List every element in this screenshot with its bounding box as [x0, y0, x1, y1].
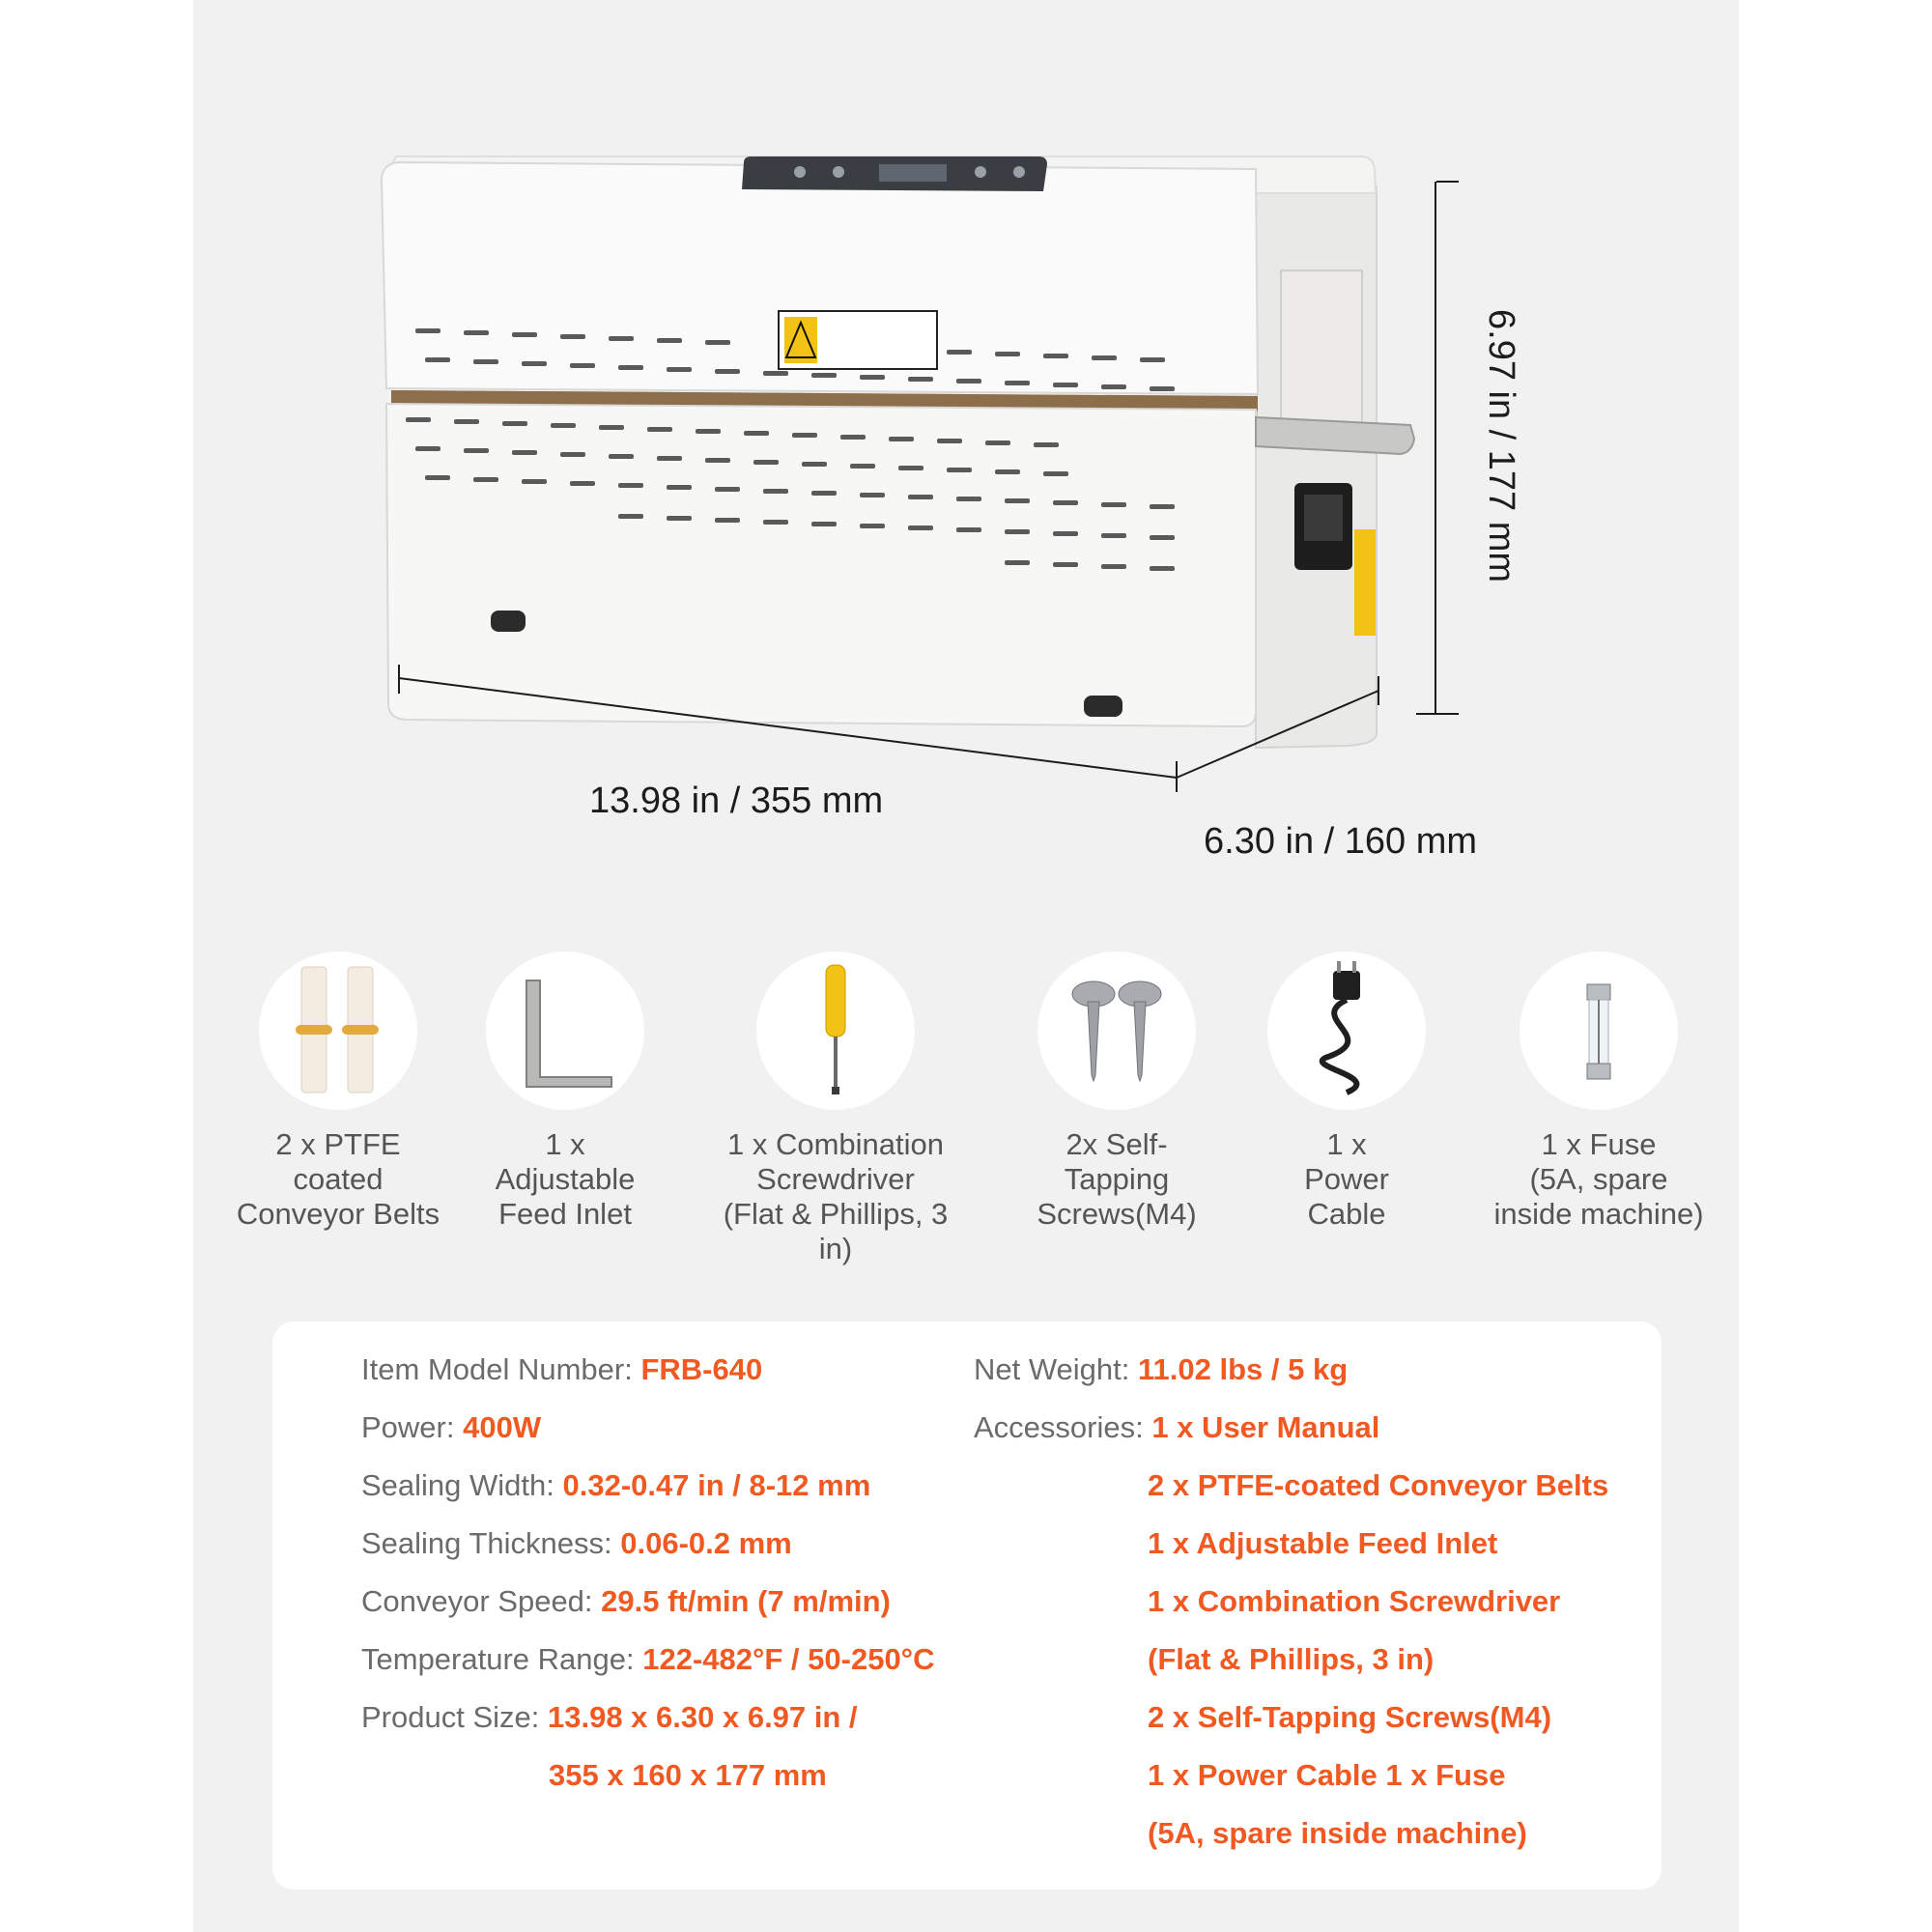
spec-power: Power: 400W: [361, 1410, 542, 1444]
spec-accessory-item: 2 x PTFE-coated Conveyor Belts: [1148, 1468, 1609, 1502]
spec-accessory-item: 1 x Adjustable Feed Inlet: [1148, 1526, 1498, 1560]
accessory-label: 2 x PTFE coated Conveyor Belts: [236, 1127, 440, 1231]
accessory-screws: 2x Self- Tapping Screws(M4): [991, 952, 1242, 1232]
spec-product-size-metric: 355 x 160 x 177 mm: [549, 1758, 827, 1792]
spec-accessories: Accessories: 1 x User Manual: [974, 1410, 1380, 1444]
accessory-ptfe-belts: 2 x PTFE coated Conveyor Belts: [213, 952, 464, 1232]
depth-dimension-label: 6.30 in / 160 mm: [1204, 821, 1478, 862]
fuse-icon: [1520, 952, 1678, 1110]
height-dimension-label: 6.97 in / 177 mm: [1481, 309, 1521, 583]
accessory-screwdriver: 1 x Combination Screwdriver (Flat & Phil…: [710, 952, 961, 1266]
spec-sealing-thickness: Sealing Thickness: 0.06-0.2 mm: [361, 1526, 792, 1560]
spec-conveyor-speed: Conveyor Speed: 29.5 ft/min (7 m/min): [361, 1584, 891, 1618]
specifications-card: Item Model Number: FRB-640 Power: 400W S…: [272, 1321, 1662, 1889]
machine-illustration: 13.98 in / 355 mm 6.30 in / 160 mm 6.97 …: [0, 0, 1932, 889]
screwdriver-icon: [756, 952, 915, 1110]
spec-temperature-range: Temperature Range: 122-482°F / 50-250°C: [361, 1642, 935, 1676]
vent-slots: [406, 328, 1175, 571]
ptfe-belts-icon: [259, 952, 417, 1110]
width-dimension-label: 13.98 in / 355 mm: [589, 781, 884, 821]
power-cable-icon: [1267, 952, 1426, 1110]
accessory-fuse: 1 x Fuse (5A, spare inside machine): [1473, 952, 1724, 1232]
accessory-label: 1 x Fuse (5A, spare inside machine): [1493, 1127, 1704, 1231]
dimension-lines: [398, 181, 1459, 792]
accessory-feed-inlet: 1 x Adjustable Feed Inlet: [440, 952, 691, 1232]
spec-accessory-item: (5A, spare inside machine): [1148, 1816, 1527, 1850]
accessory-label: 1 x Adjustable Feed Inlet: [495, 1127, 636, 1231]
spec-net-weight: Net Weight: 11.02 lbs / 5 kg: [974, 1352, 1349, 1386]
screws-icon: [1037, 952, 1196, 1110]
spec-accessory-item: 1 x Power Cable 1 x Fuse: [1148, 1758, 1506, 1792]
spec-sealing-width: Sealing Width: 0.32-0.47 in / 8-12 mm: [361, 1468, 871, 1502]
spec-accessory-item: (Flat & Phillips, 3 in): [1148, 1642, 1435, 1676]
spec-accessory-item: 2 x Self-Tapping Screws(M4): [1148, 1700, 1552, 1734]
sealer-machine-drawing: [380, 156, 1459, 792]
accessory-label: 1 x Combination Screwdriver (Flat & Phil…: [723, 1127, 949, 1265]
feed-inlet-icon: [486, 952, 644, 1110]
accessory-label: 1 x Power Cable: [1304, 1127, 1389, 1231]
spec-accessory-item: 1 x Combination Screwdriver: [1148, 1584, 1561, 1618]
accessory-label: 2x Self- Tapping Screws(M4): [1037, 1127, 1197, 1231]
spec-product-size: Product Size: 13.98 x 6.30 x 6.97 in /: [361, 1700, 858, 1734]
spec-model-number: Item Model Number: FRB-640: [361, 1352, 763, 1386]
accessory-power-cable: 1 x Power Cable: [1221, 952, 1472, 1232]
